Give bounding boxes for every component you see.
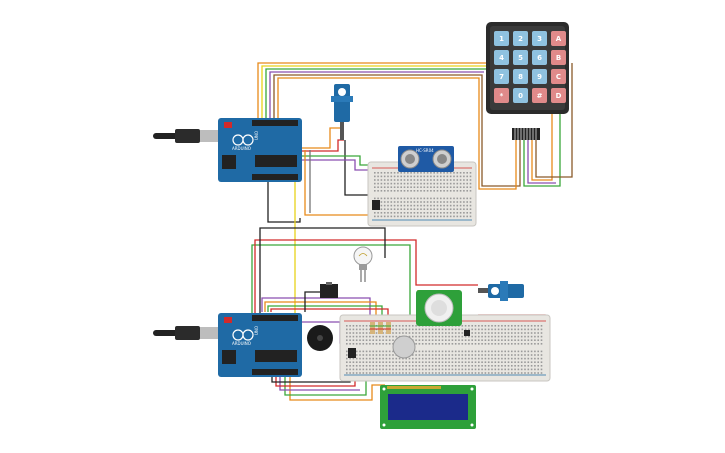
wire-relay-black xyxy=(304,291,322,312)
keypad-key xyxy=(551,50,566,65)
wire-top-orange2 xyxy=(277,77,517,190)
keypad-key xyxy=(513,31,528,46)
breadboard-bottom xyxy=(339,314,551,382)
keypad: 1 2 3 A 4 5 6 B 7 8 9 C * 0 # D xyxy=(486,22,569,140)
keypad-key xyxy=(532,50,547,65)
wire-bottom-green xyxy=(267,305,383,318)
wire-top-green xyxy=(265,68,486,120)
arduino-bottom-brand: UNO xyxy=(254,326,259,335)
wire-top-brown xyxy=(273,74,521,187)
transistor xyxy=(348,348,356,358)
ic-chip-top xyxy=(372,200,380,210)
wire-bottom-red xyxy=(270,308,389,318)
keypad-key xyxy=(551,69,566,84)
wire-keypad-brown xyxy=(535,63,573,178)
keypad-key xyxy=(494,88,509,103)
keypad-key xyxy=(532,31,547,46)
arduino-bottom: UNO ARDUINO xyxy=(153,313,302,377)
wire-servo-top xyxy=(300,127,342,149)
keypad-key xyxy=(513,69,528,84)
ic-chip-bottom xyxy=(464,330,470,336)
keypad-key-label: D xyxy=(556,92,562,100)
arduino-top: UNO ARDUINO xyxy=(153,118,302,182)
arduino-top-brand: UNO xyxy=(254,131,259,140)
keypad-key xyxy=(513,88,528,103)
servo-bottom xyxy=(478,281,524,301)
wire-keypad-purple xyxy=(527,140,556,184)
keypad-key-label: 6 xyxy=(537,54,542,62)
keypad-key-label: 7 xyxy=(499,73,504,81)
servo-top xyxy=(331,84,353,140)
wire-top-orange xyxy=(257,62,490,120)
keypad-key-label: 3 xyxy=(537,35,542,43)
keypad-key-label: 1 xyxy=(499,35,504,43)
keypad-key xyxy=(532,88,547,103)
keypad-key-label: C xyxy=(556,73,561,81)
breadboard-top xyxy=(367,161,477,227)
wire-red-link xyxy=(254,239,478,315)
wire-bottom-purple xyxy=(261,297,371,318)
arduino-top-maker: ARDUINO xyxy=(232,146,251,151)
keypad-keys: 1 2 3 A 4 5 6 B 7 8 9 C * 0 # D xyxy=(494,31,566,103)
wire-servo-top2 xyxy=(300,139,344,152)
arduino-bottom-maker: ARDUINO xyxy=(232,341,251,346)
relay-module xyxy=(320,282,338,298)
keypad-key-label: * xyxy=(500,92,504,100)
pir-sensor xyxy=(416,290,462,326)
keypad-key xyxy=(551,88,566,103)
resistor-1 xyxy=(370,322,375,334)
ultrasonic-sensor: HC-SR04 xyxy=(398,146,454,172)
keypad-key-label: 2 xyxy=(518,35,523,43)
resistor-3 xyxy=(386,322,391,334)
wire-top-orange-down xyxy=(304,150,375,216)
keypad-key-label: 5 xyxy=(518,54,523,62)
potentiometer xyxy=(392,335,416,359)
keypad-key-label: 9 xyxy=(537,73,542,81)
keypad-key xyxy=(494,50,509,65)
wire-bottom-orange xyxy=(264,301,377,318)
ultrasonic-label: HC-SR04 xyxy=(416,148,434,153)
wire-top-yellow xyxy=(261,65,488,120)
wire-green-link xyxy=(251,244,411,315)
piezo-buzzer xyxy=(307,325,333,351)
keypad-key xyxy=(494,69,509,84)
keypad-key xyxy=(532,69,547,84)
light-bulb xyxy=(353,246,373,282)
keypad-key-label: 4 xyxy=(499,54,504,62)
breadboard-top-holes xyxy=(374,172,472,218)
keypad-key-label: B xyxy=(556,54,561,62)
keypad-key-label: 8 xyxy=(518,73,523,81)
wire-keypad-orange xyxy=(531,110,553,181)
wire-black-bulb xyxy=(259,227,386,315)
keypad-key xyxy=(551,31,566,46)
keypad-key xyxy=(513,50,528,65)
wire-black-link xyxy=(267,182,301,223)
wire-ultra-black xyxy=(344,140,375,196)
keypad-key xyxy=(494,31,509,46)
keypad-key-label: A xyxy=(556,35,562,43)
wire-top-purple xyxy=(269,71,484,120)
resistor-2 xyxy=(378,322,383,334)
keypad-key-label: # xyxy=(537,92,543,100)
lcd-display xyxy=(380,385,476,429)
keypad-key-label: 0 xyxy=(518,92,523,100)
